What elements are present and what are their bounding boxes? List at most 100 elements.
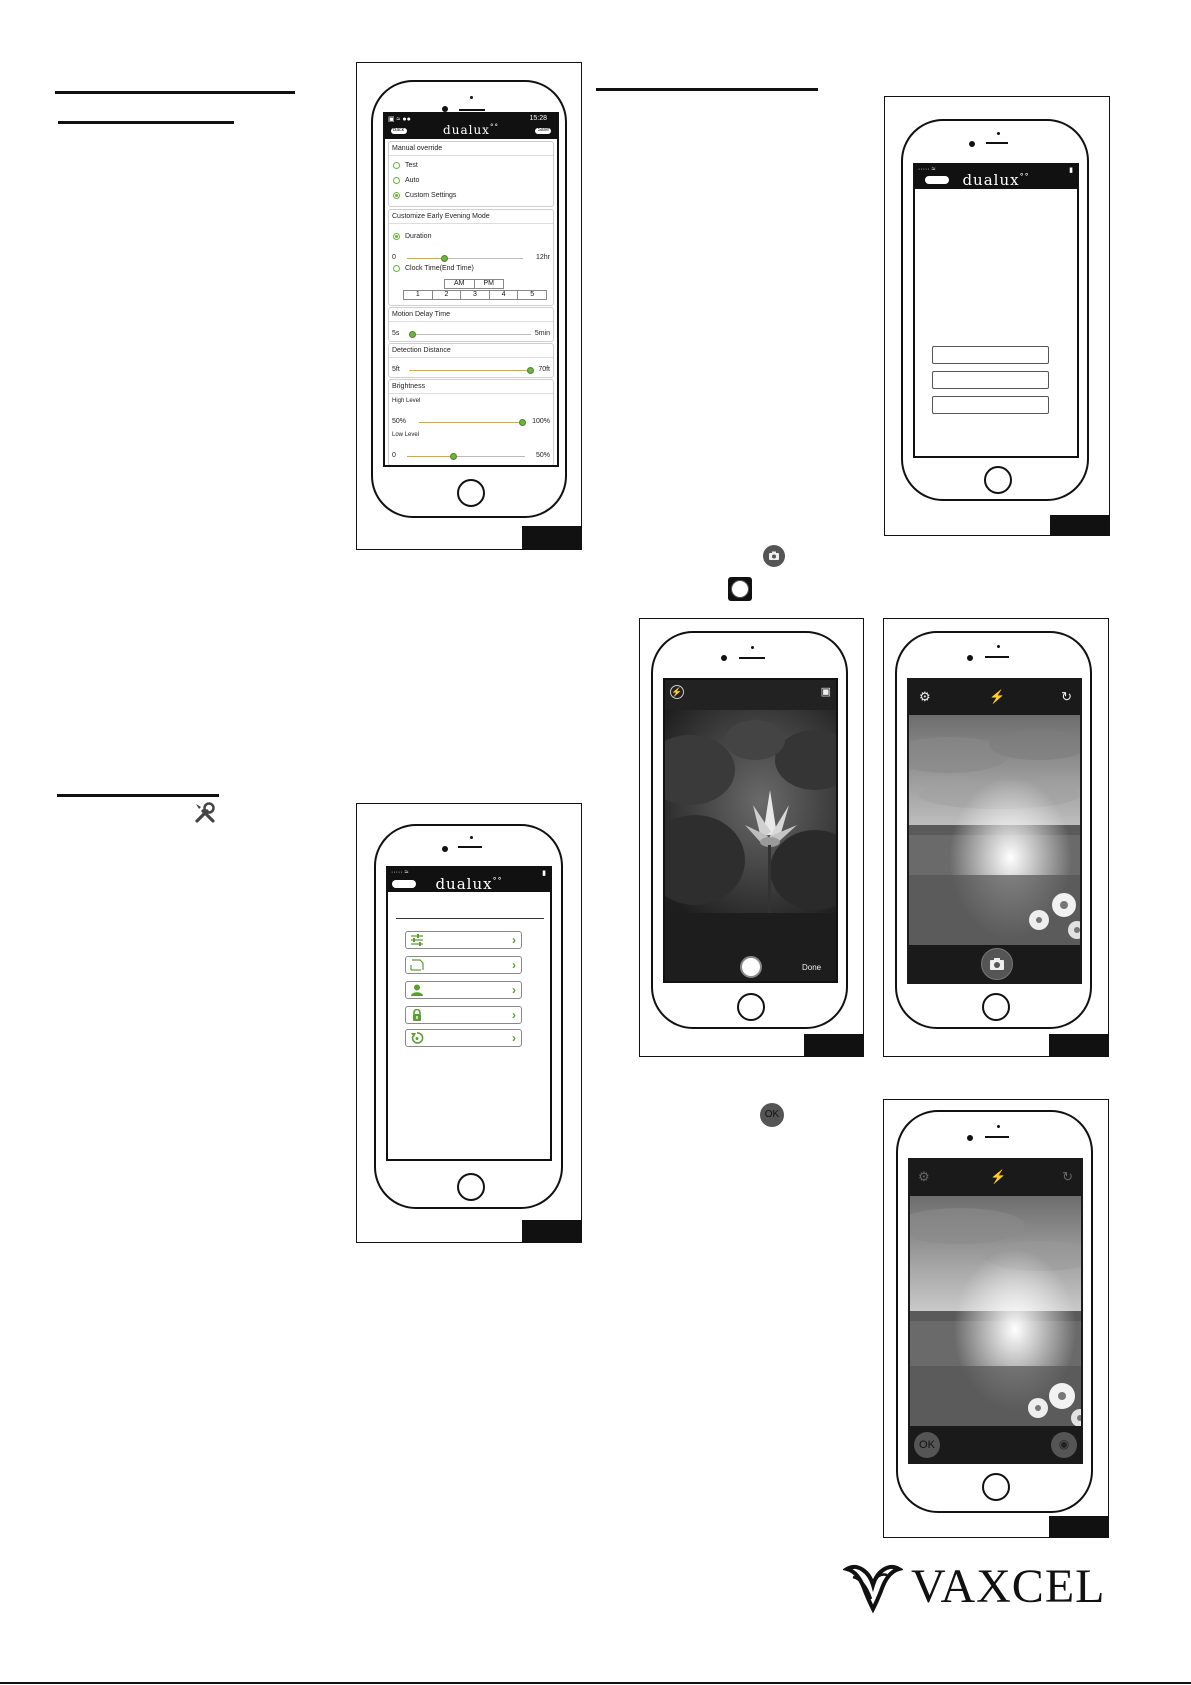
hour-option[interactable]: 4: [490, 291, 519, 299]
radio-auto[interactable]: [393, 177, 400, 184]
done-button[interactable]: Done: [802, 963, 822, 972]
settings-gear-icon: ⚙: [918, 1169, 930, 1184]
front-camera: [442, 846, 448, 852]
shutter-button[interactable]: [740, 956, 762, 978]
home-button[interactable]: [984, 466, 1012, 494]
flash-auto-icon[interactable]: ⚡: [989, 689, 1006, 704]
hour-selector[interactable]: 1 2 3 4 5: [403, 290, 547, 300]
phone-outline: ▣ ≈ ●● 15:28 Back dualux°° Save Manual o…: [371, 80, 567, 518]
home-button[interactable]: [982, 1473, 1010, 1501]
sensor-dot: [470, 836, 473, 839]
status-icons: ····· ≈: [918, 166, 936, 173]
phone-outline: ⚙ ⚡ ↻: [895, 631, 1092, 1029]
submit-field[interactable]: [932, 396, 1049, 414]
figure-settings: ▣ ≈ ●● 15:28 Back dualux°° Save Manual o…: [356, 62, 582, 550]
switch-camera-icon[interactable]: ↻: [1061, 689, 1072, 704]
heading-rule-1a: [55, 91, 295, 94]
confirm-screen: ⚙ ⚡ ↻: [908, 1158, 1083, 1464]
home-button[interactable]: [737, 993, 765, 1021]
duration-slider[interactable]: [407, 255, 523, 262]
pm-option[interactable]: PM: [483, 280, 495, 287]
camera-preview-screen: ⚙ ⚡ ↻: [907, 678, 1082, 984]
status-icons: ····· ≈: [391, 869, 409, 876]
front-camera: [967, 655, 973, 661]
front-camera: [721, 655, 727, 661]
password-field[interactable]: [932, 371, 1049, 389]
motion-delay-slider[interactable]: [409, 331, 531, 338]
figure-login: ····· ≈ ▮ dualux°°: [884, 96, 1110, 536]
hour-option[interactable]: 2: [433, 291, 462, 299]
hour-option[interactable]: 1: [404, 291, 433, 299]
brightness-group: Brightness High Level 50% 100% Low Level…: [388, 379, 554, 465]
save-label: Save: [537, 127, 549, 133]
radio-test[interactable]: [393, 162, 400, 169]
app-title: dualux°°: [443, 123, 499, 137]
back-button[interactable]: [925, 176, 949, 184]
ampm-selector[interactable]: AM PM: [444, 279, 504, 289]
back-button[interactable]: [391, 128, 407, 134]
detection-distance-heading: Detection Distance: [392, 347, 451, 354]
manual-override-group: Manual override Test Auto Custom Setting…: [388, 141, 554, 207]
low-level-slider[interactable]: [407, 453, 525, 460]
menu-item-settings[interactable]: ›: [405, 931, 522, 949]
figure-tag: [804, 1034, 863, 1056]
chevron-right-icon: ›: [512, 1008, 516, 1022]
sensor-dot: [997, 132, 1000, 135]
status-icons: ▣ ≈ ●●: [388, 116, 411, 123]
earpiece: [739, 657, 765, 659]
figure-tag: [1049, 1034, 1108, 1056]
heading-rule-3: [57, 794, 219, 797]
low-level-max: 50%: [535, 452, 550, 459]
captured-photo: [910, 1196, 1081, 1426]
home-button[interactable]: [982, 993, 1010, 1021]
dimension-icon: [410, 959, 424, 971]
nav-bar: ▣ ≈ ●● 15:28 Back dualux°° Save: [385, 114, 557, 139]
front-camera: [969, 141, 975, 147]
battery-icon: ▮: [542, 870, 546, 877]
high-level-slider[interactable]: [419, 419, 526, 426]
back-button[interactable]: [392, 880, 416, 888]
menu-item-reset[interactable]: ›: [405, 1029, 522, 1047]
figure-tag: [522, 1220, 581, 1242]
earpiece: [459, 109, 485, 111]
duration-min: 0: [392, 254, 396, 261]
phone-outline: ⚙ ⚡ ↻: [896, 1110, 1093, 1513]
sensor-dot: [997, 645, 1000, 648]
home-button[interactable]: [457, 479, 485, 507]
radio-custom-settings[interactable]: [393, 192, 400, 199]
switch-camera-icon: ↻: [1062, 1169, 1073, 1184]
hour-option[interactable]: 3: [461, 291, 490, 299]
ok-button-label: OK: [919, 1439, 935, 1451]
radio-clock-time[interactable]: [393, 265, 400, 272]
user-icon: [411, 984, 423, 996]
landscape-photo: [909, 715, 1080, 945]
figure-confirm-photo: ⚙ ⚡ ↻: [883, 1099, 1109, 1538]
earpiece: [986, 142, 1008, 144]
high-level-label: High Level: [392, 398, 421, 404]
figure-tag: [522, 526, 581, 549]
ok-button[interactable]: OK: [914, 1432, 940, 1458]
low-level-label: Low Level: [392, 432, 420, 438]
option-auto: Auto: [405, 177, 420, 184]
radio-duration[interactable]: [393, 233, 400, 240]
hour-option[interactable]: 5: [530, 291, 535, 298]
menu-item-device[interactable]: ›: [405, 956, 522, 974]
menu-item-account[interactable]: ›: [405, 981, 522, 999]
phone-outline: ····· ≈ ▮ dualux°° ›: [374, 824, 563, 1209]
camera-screen: ⚡ ▣: [663, 678, 838, 983]
status-time: 15:28: [529, 115, 547, 122]
flash-icon[interactable]: ⚡: [670, 685, 684, 699]
menu-item-password[interactable]: ›: [405, 1006, 522, 1024]
option-test: Test: [405, 162, 418, 169]
home-button[interactable]: [457, 1173, 485, 1201]
detection-distance-slider[interactable]: [409, 367, 534, 374]
retake-button[interactable]: ◉: [1051, 1432, 1077, 1458]
phone-outline: ⚡ ▣: [651, 631, 848, 1029]
switch-camera-icon[interactable]: ▣: [820, 686, 831, 698]
chevron-right-icon: ›: [512, 933, 516, 947]
username-field[interactable]: [932, 346, 1049, 364]
take-photo-button[interactable]: [981, 948, 1013, 980]
settings-gear-icon[interactable]: ⚙: [919, 689, 931, 704]
save-button[interactable]: [535, 128, 551, 134]
am-option[interactable]: AM: [445, 280, 475, 288]
